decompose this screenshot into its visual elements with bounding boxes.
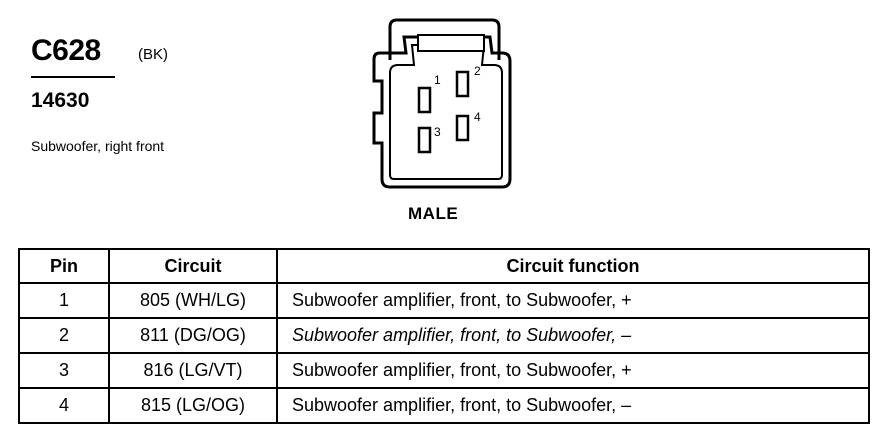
header-pin: Pin <box>18 248 110 284</box>
function-cell: Subwoofer amplifier, front, to Subwoofer… <box>276 387 870 424</box>
pin-cell: 3 <box>18 352 110 389</box>
circuit-cell: 816 (LG/VT) <box>108 352 278 389</box>
table-row: 1 805 (WH/LG) Subwoofer amplifier, front… <box>18 282 870 319</box>
connector-color: (BK) <box>138 46 168 63</box>
connector-description: Subwoofer, right front <box>31 138 165 154</box>
pin-label-1: 1 <box>434 73 441 87</box>
part-number: 14630 <box>31 89 90 112</box>
pin-label-3: 3 <box>434 125 441 139</box>
circuit-cell: 815 (LG/OG) <box>108 387 278 424</box>
connector-inner-outline <box>389 44 503 180</box>
terminal-3 <box>417 126 432 154</box>
function-cell: Subwoofer amplifier, front, to Subwoofer… <box>276 317 870 354</box>
circuit-cell: 811 (DG/OG) <box>108 317 278 354</box>
table-row: 2 811 (DG/OG) Subwoofer amplifier, front… <box>18 317 870 354</box>
connector-id: C628 <box>31 34 101 67</box>
pin-table: Pin Circuit Circuit function 1 805 (WH/L… <box>18 248 870 424</box>
table-row: 4 815 (LG/OG) Subwoofer amplifier, front… <box>18 387 870 424</box>
table-row: 3 816 (LG/VT) Subwoofer amplifier, front… <box>18 352 870 389</box>
circuit-cell: 805 (WH/LG) <box>108 282 278 319</box>
header-circuit-function: Circuit function <box>276 248 870 284</box>
pin-label-2: 2 <box>474 64 481 78</box>
pin-cell: 4 <box>18 387 110 424</box>
pin-label-4: 4 <box>474 110 481 124</box>
lock-window <box>417 34 485 52</box>
connector-face-diagram: 1 2 3 4 <box>372 18 512 189</box>
table-header-row: Pin Circuit Circuit function <box>18 248 870 284</box>
terminal-1 <box>417 86 432 114</box>
header-circuit: Circuit <box>108 248 278 284</box>
connector-housing <box>372 35 512 189</box>
latch-tab <box>388 18 501 60</box>
function-cell: Subwoofer amplifier, front, to Subwoofer… <box>276 282 870 319</box>
function-cell: Subwoofer amplifier, front, to Subwoofer… <box>276 352 870 389</box>
pin-cell: 2 <box>18 317 110 354</box>
title-divider <box>31 76 115 78</box>
pin-cell: 1 <box>18 282 110 319</box>
terminal-2 <box>455 70 470 98</box>
terminal-4 <box>455 114 470 142</box>
connector-gender-label: MALE <box>408 204 459 223</box>
